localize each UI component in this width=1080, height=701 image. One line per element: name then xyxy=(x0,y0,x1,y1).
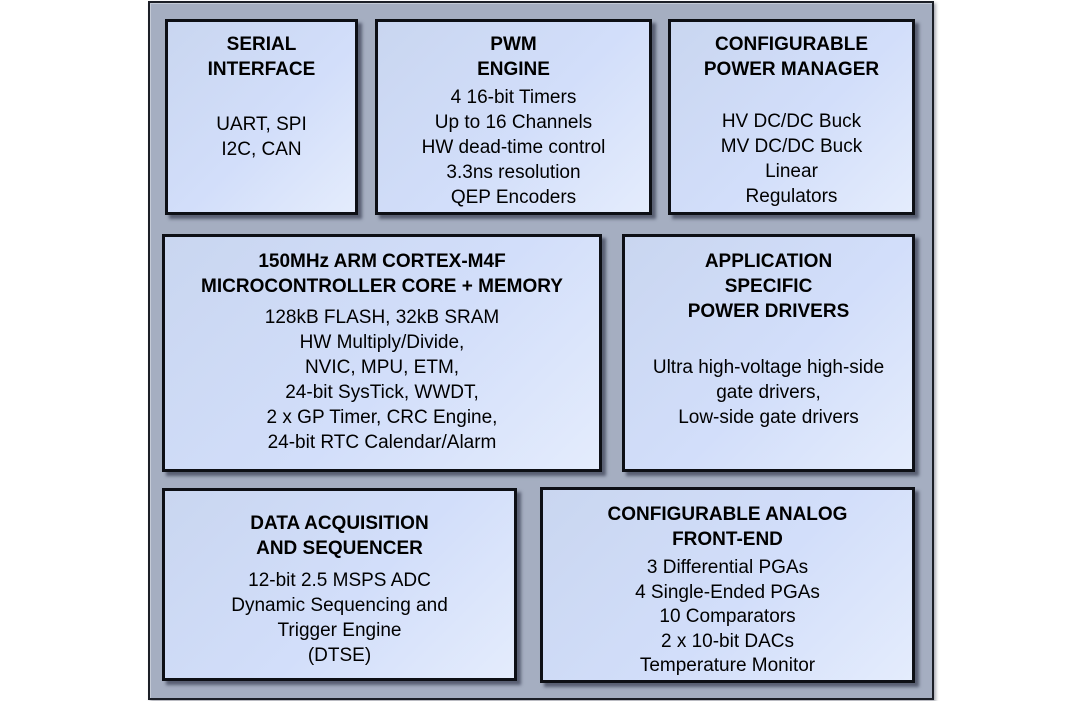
serial-interface-title: SERIAL INTERFACE xyxy=(168,32,355,82)
title-line: CONFIGURABLE ANALOG xyxy=(607,504,848,525)
feature-line: Linear xyxy=(765,161,818,182)
serial-interface-features: UART, SPI I2C, CAN xyxy=(168,112,355,162)
block-data-acquisition-sequencer: DATA ACQUISITION AND SEQUENCER 12-bit 2.… xyxy=(162,488,517,681)
title-line: POWER MANAGER xyxy=(703,59,880,80)
block-mcu-core: 150MHz ARM CORTEX-M4F MICROCONTROLLER CO… xyxy=(162,234,602,472)
application-power-drivers-features: Ultra high-voltage high-side gate driver… xyxy=(625,355,912,430)
feature-line: Dynamic Sequencing and xyxy=(231,595,448,616)
title-line: 150MHz ARM CORTEX-M4F xyxy=(258,251,506,272)
data-acquisition-features: 12-bit 2.5 MSPS ADC Dynamic Sequencing a… xyxy=(165,568,514,668)
feature-line: I2C, CAN xyxy=(221,139,302,160)
block-serial-interface: SERIAL INTERFACE UART, SPI I2C, CAN xyxy=(165,19,358,215)
feature-line: NVIC, MPU, ETM, xyxy=(304,357,460,378)
feature-line: Regulators xyxy=(745,186,838,207)
title-line: ENGINE xyxy=(477,59,550,80)
feature-line: 24-bit SysTick, WWDT, xyxy=(285,382,479,403)
mcu-core-features: 128kB FLASH, 32kB SRAM HW Multiply/Divid… xyxy=(165,305,599,455)
title-line: CONFIGURABLE xyxy=(714,34,869,55)
feature-line: Temperature Monitor xyxy=(639,655,816,676)
title-line: POWER DRIVERS xyxy=(687,301,850,322)
feature-line: 4 16-bit Timers xyxy=(450,87,577,108)
feature-line: QEP Encoders xyxy=(450,187,577,208)
mcu-core-title: 150MHz ARM CORTEX-M4F MICROCONTROLLER CO… xyxy=(165,249,599,299)
pwm-engine-title: PWM ENGINE xyxy=(378,32,649,82)
configurable-power-manager-title: CONFIGURABLE POWER MANAGER xyxy=(671,32,912,82)
feature-line: UART, SPI xyxy=(216,114,307,135)
feature-line: 24-bit RTC Calendar/Alarm xyxy=(267,432,497,453)
title-line: FRONT-END xyxy=(672,529,783,550)
feature-line: MV DC/DC Buck xyxy=(720,136,863,157)
configurable-power-manager-features: HV DC/DC Buck MV DC/DC Buck Linear Regul… xyxy=(671,109,912,209)
feature-line: 3 Differential PGAs xyxy=(646,557,809,578)
chip-container: SERIAL INTERFACE UART, SPI I2C, CAN PWM … xyxy=(148,1,934,700)
feature-line: 12-bit 2.5 MSPS ADC xyxy=(248,570,431,591)
block-pwm-engine: PWM ENGINE 4 16-bit Timers Up to 16 Chan… xyxy=(375,19,652,215)
title-line: AND SEQUENCER xyxy=(256,538,423,559)
feature-line: 128kB FLASH, 32kB SRAM xyxy=(264,307,500,328)
title-line: APPLICATION xyxy=(704,251,833,272)
analog-front-end-features: 3 Differential PGAs 4 Single-Ended PGAs … xyxy=(543,556,912,679)
feature-line: Trigger Engine xyxy=(277,620,402,641)
block-application-power-drivers: APPLICATION SPECIFIC POWER DRIVERS Ultra… xyxy=(622,234,915,472)
feature-line: (DTSE) xyxy=(307,645,372,666)
title-line: DATA ACQUISITION xyxy=(250,513,429,534)
feature-line: 2 x GP Timer, CRC Engine, xyxy=(266,407,498,428)
title-line: SERIAL xyxy=(226,34,297,55)
feature-line: Low-side gate drivers xyxy=(678,407,859,428)
title-line: INTERFACE xyxy=(207,59,316,80)
feature-line: Up to 16 Channels xyxy=(434,112,593,133)
feature-line: HW dead-time control xyxy=(421,137,606,158)
feature-line: 4 Single-Ended PGAs xyxy=(635,581,820,603)
block-configurable-power-manager: CONFIGURABLE POWER MANAGER HV DC/DC Buck… xyxy=(668,19,915,215)
block-configurable-analog-front-end: CONFIGURABLE ANALOG FRONT-END 3 Differen… xyxy=(540,487,915,683)
analog-front-end-title: CONFIGURABLE ANALOG FRONT-END xyxy=(543,502,912,552)
data-acquisition-title: DATA ACQUISITION AND SEQUENCER xyxy=(165,511,514,561)
title-line: SPECIFIC xyxy=(724,276,813,297)
feature-line: 3.3ns resolution xyxy=(446,162,581,183)
title-line: MICROCONTROLLER CORE + MEMORY xyxy=(201,276,563,297)
feature-line: 2 x 10-bit DACs xyxy=(660,630,795,652)
feature-line: HV DC/DC Buck xyxy=(721,111,862,132)
title-line: PWM xyxy=(490,34,537,55)
feature-line: gate drivers, xyxy=(716,382,821,403)
feature-line: 10 Comparators xyxy=(659,606,796,627)
application-power-drivers-title: APPLICATION SPECIFIC POWER DRIVERS xyxy=(625,249,912,324)
feature-line: HW Multiply/Divide, xyxy=(299,332,465,353)
pwm-engine-features: 4 16-bit Timers Up to 16 Channels HW dea… xyxy=(378,85,649,210)
feature-line: Ultra high-voltage high-side xyxy=(652,357,885,378)
